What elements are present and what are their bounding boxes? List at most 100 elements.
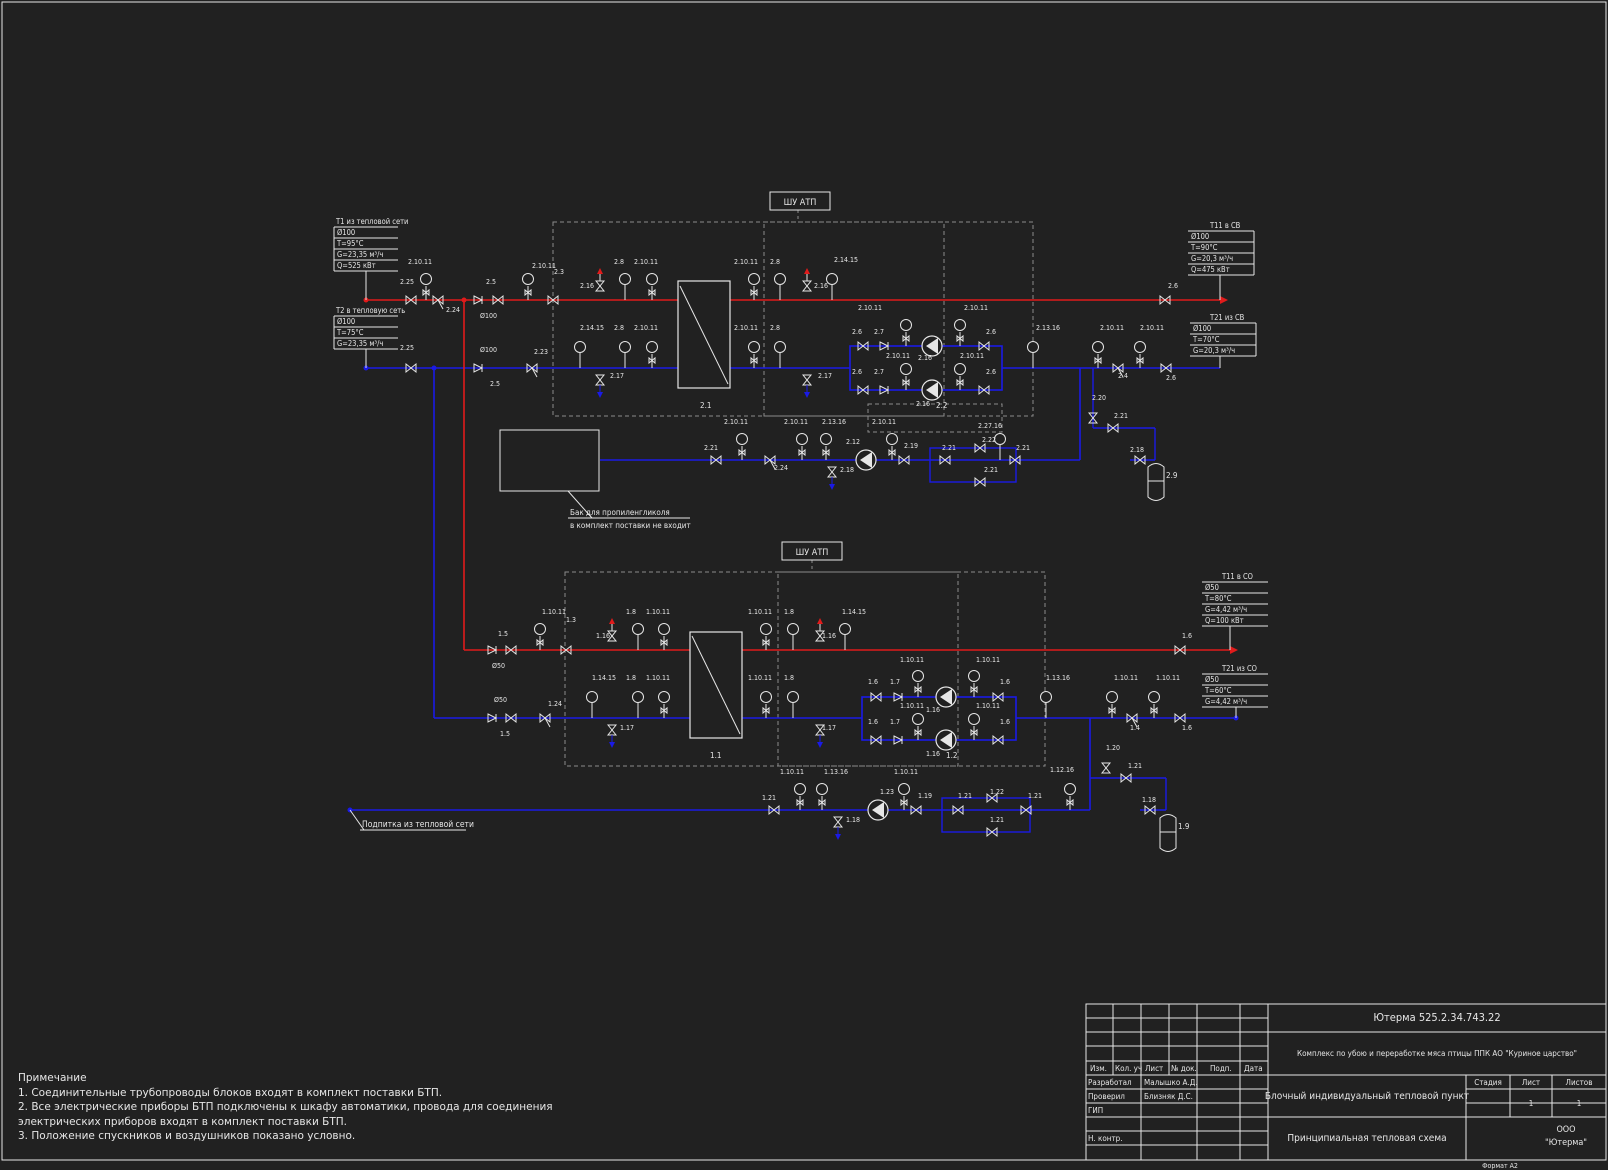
equipment-tag: 2.10.11 (634, 258, 658, 266)
equipment-tag: 1.19 (918, 792, 932, 800)
equipment-tag: 2.10.11 (634, 324, 658, 332)
name-0: Малышко А.Д. (1144, 1078, 1198, 1087)
propylene-tank (499, 429, 600, 492)
sheet-title: Принципиальная тепловая схема (1287, 1133, 1446, 1144)
equipment-tag: Ø50 (492, 662, 505, 670)
org-line-1: ООО (1556, 1125, 1575, 1135)
doc-code: Ютерма 525.2.34.743.22 (1373, 1011, 1500, 1024)
t11v-row-1: Т=90°С (1190, 243, 1218, 252)
t11h-row-3: Q=100 кВт (1205, 616, 1244, 625)
equipment-tag: 2.16 (918, 354, 932, 362)
expansion-tank-lower (1159, 814, 1177, 852)
hdr-4: Подп. (1210, 1064, 1232, 1073)
note-line-4: 3. Положение спускников и воздушников по… (18, 1130, 356, 1142)
equipment-tag: 2.6 (986, 328, 996, 336)
equipment-tag: 1.6 (868, 678, 878, 686)
equipment-tag: 1.16 (926, 706, 940, 714)
equipment-tag: 1.10.11 (646, 608, 670, 616)
t2-table: Т2 в тепловую сеть Ø100 Т=75°С G=23,35 м… (333, 306, 405, 368)
equipment-tag: 2.4 (1118, 372, 1128, 380)
equipment-tag: 1.8 (626, 674, 636, 682)
t2-row-0: Ø100 (337, 317, 355, 326)
project-name: Комплекс по убою и переработке мяса птиц… (1297, 1048, 1577, 1058)
equipment-tag: 2.10.11 (1100, 324, 1124, 332)
equipment-tag: 2.6 (852, 368, 862, 376)
equipment-tag: 1.5 (500, 730, 510, 738)
tank-note-2: в комплект поставки не входит (570, 521, 691, 530)
equipment-tag: 2.24 (446, 306, 460, 314)
equipment-tag: 1.14.15 (592, 674, 616, 682)
equipment-tag: 1.10.11 (780, 768, 804, 776)
t11h-row-1: Т=80°С (1204, 594, 1232, 603)
equipment-tag: 1.13.16 (1046, 674, 1070, 682)
equipment-tag: 1.10.11 (894, 768, 918, 776)
t11h-row-0: Ø50 (1205, 583, 1219, 592)
equipment-tag: 2.10.11 (734, 258, 758, 266)
role-0: Разработал (1088, 1077, 1132, 1087)
notes-title: Примечание (18, 1072, 87, 1084)
equipment-tag: 2.10.11 (886, 352, 910, 360)
equipment-tag: 2.3 (554, 268, 564, 276)
title-block (1085, 1003, 1607, 1161)
equipment-tag: 1.21 (1128, 762, 1142, 770)
equipment-tag: 2.17 (610, 372, 624, 380)
t1-row-3: Q=525 кВт (337, 261, 376, 270)
tank-note-1: Бак для пропиленгликоля (570, 508, 670, 517)
role-1: Проверил (1088, 1092, 1125, 1101)
note-line-2: 2. Все электрические приборы БТП подключ… (18, 1101, 553, 1113)
t21h-row-0: Ø50 (1205, 675, 1219, 684)
t21h-title: Т21 из СО (1221, 664, 1257, 673)
equipment-tag: 1.10.11 (542, 608, 566, 616)
equipment-tag: 1.3 (566, 616, 576, 624)
equipment-tag: 2.19 (904, 442, 918, 450)
format-label: Формат А2 (1482, 1162, 1518, 1170)
equipment-tag: 2.8 (614, 324, 624, 332)
equipment-tag: 2.14.15 (580, 324, 604, 332)
equipment-tag: 2.16 (580, 282, 594, 290)
t1-row-1: Т=95°С (336, 239, 364, 248)
exp-lower-tag: 1.9 (1178, 822, 1190, 831)
t11-vent-table: Т11 в СВ Ø100 Т=90°С G=20,3 м³/ч Q=475 к… (1188, 221, 1255, 300)
hdr-3: № док. (1171, 1064, 1197, 1073)
equipment-tag: 2.10.11 (784, 418, 808, 426)
t21h-row-1: Т=60°С (1204, 686, 1232, 695)
equipment-tag: 2.5 (490, 380, 500, 388)
equipment-tag: 1.16 (596, 632, 610, 640)
equipment-tag: 2.6 (1168, 282, 1178, 290)
equipment-tag: 1.8 (626, 608, 636, 616)
equipment-tag: 1.8 (784, 608, 794, 616)
equipment-tag: 1.22 (990, 788, 1004, 796)
equipment-tag: 1.6 (1000, 678, 1010, 686)
equipment-tag: 2.10.11 (734, 324, 758, 332)
t11v-title: Т11 в СВ (1209, 221, 1241, 230)
notes-block: Примечание 1. Соединительные трубопровод… (18, 1071, 553, 1144)
equipment-tag: 2.10.11 (532, 262, 556, 270)
equipment-tag: 2.7 (874, 328, 884, 336)
equipment-tag: 2.21 (984, 466, 998, 474)
sheets-no: 1 (1577, 1099, 1582, 1108)
equipment-tag: 1.5 (498, 630, 508, 638)
equipment-tag: 1.10.11 (976, 656, 1000, 664)
equipment-tag: 2.21 (942, 444, 956, 452)
equipment-tag: 2.12 (846, 438, 860, 446)
role-3: Н. контр. (1088, 1134, 1123, 1143)
hx-upper-tag: 2.1 (700, 401, 711, 410)
equipment-tag: 2.21 (1114, 412, 1128, 420)
t21-heat-table: Т21 из СО Ø50 Т=60°С G=4,42 м³/ч (1202, 664, 1268, 718)
equipment-tag: 2.7 (874, 368, 884, 376)
equipment-tag: 1.6 (868, 718, 878, 726)
equipment-tag: 1.6 (1182, 724, 1192, 732)
t1-row-2: G=23,35 м³/ч (337, 250, 383, 259)
role-2: ГИП (1088, 1106, 1103, 1115)
equipment-tag: 2.22 (982, 436, 996, 444)
equipment-tag: 1.10.11 (1156, 674, 1180, 682)
equipment-tag: 2.10.11 (1140, 324, 1164, 332)
equipment-tag: 1.13.16 (824, 768, 848, 776)
t21v-title: Т21 из СВ (1209, 313, 1245, 322)
note-line-1: 1. Соединительные трубопроводы блоков вх… (18, 1086, 443, 1099)
panel-upper (769, 191, 831, 211)
t21-vent-table: Т21 из СВ Ø100 Т=70°С G=20,3 м³/ч (1190, 313, 1257, 368)
equipment-tag: 1.14.15 (842, 608, 866, 616)
equipment-tag: 2.10.11 (724, 418, 748, 426)
equipment-tag: Ø100 (480, 312, 497, 320)
